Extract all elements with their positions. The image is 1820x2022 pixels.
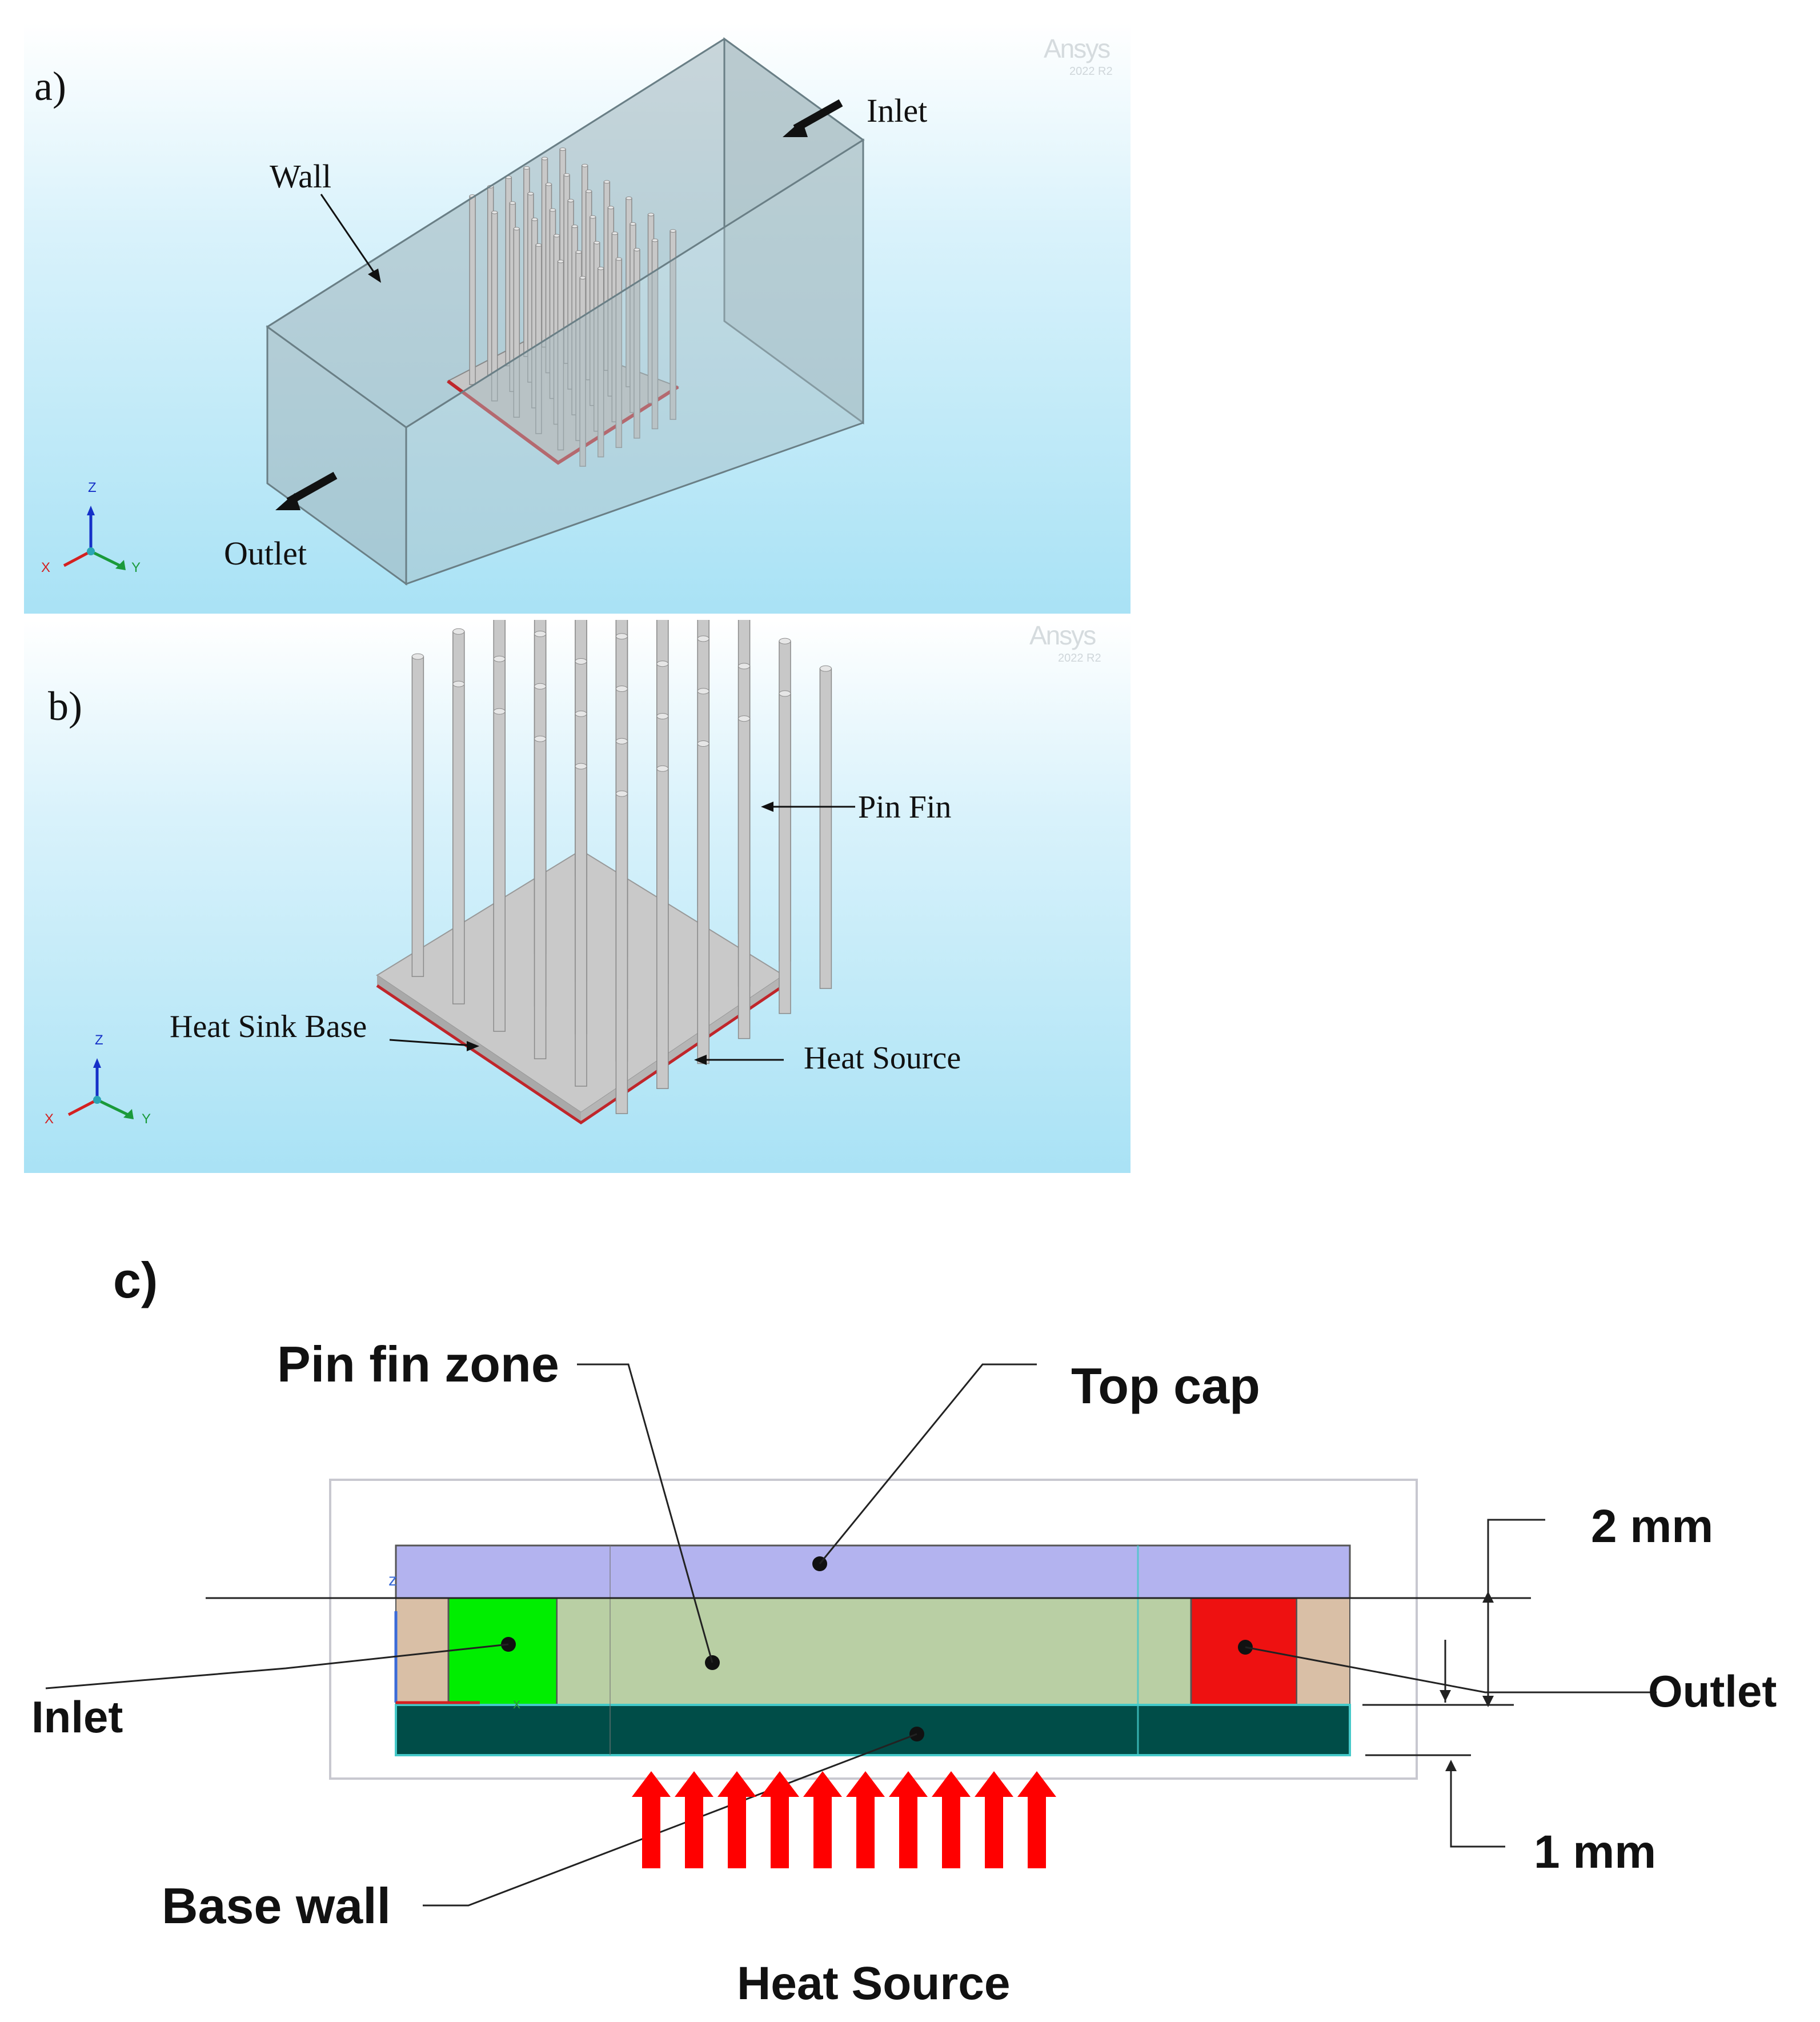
outlet-label-c: Outlet <box>1648 1666 1777 1716</box>
triad-x-label-b: X <box>45 1111 54 1127</box>
heat-arrow-icon <box>803 1771 842 1868</box>
heat-source-arrows <box>632 1771 1056 1868</box>
triad-z-label-b: Z <box>95 1032 103 1048</box>
pin-fin <box>634 247 640 439</box>
pin-fin <box>491 210 498 402</box>
panel-b-label: b) <box>48 683 82 729</box>
base-wall-leader-line <box>423 1733 917 1907</box>
heat-arrow-icon <box>632 1771 671 1868</box>
axis-triad-icon-b <box>67 1058 134 1119</box>
pin-fin <box>535 243 542 434</box>
inlet-region <box>447 1597 558 1706</box>
panel-a-label: a) <box>34 63 66 109</box>
triad-y-label-b: Y <box>142 1111 151 1127</box>
heat-arrow-icon <box>1017 1771 1056 1868</box>
base-wall-label: Base wall <box>162 1877 391 1934</box>
pin-fin <box>557 259 564 451</box>
pin-fin-leader-icon <box>761 802 855 812</box>
panel-c-cross-section: z x c) Pin fin zone Top cap Inlet Outlet… <box>0 1200 1820 2022</box>
panel-c-label: c) <box>113 1252 158 1308</box>
heat-source-label-b: Heat Source <box>804 1040 961 1076</box>
pin-fin <box>670 229 676 420</box>
panel-c-drawing: z x <box>45 1363 1657 1907</box>
heat-arrow-icon <box>975 1771 1013 1868</box>
pin-fin <box>575 763 587 1087</box>
pin-fin <box>737 715 751 1039</box>
heat-source-leader-icon <box>694 1055 784 1065</box>
svg-text:x: x <box>513 1695 520 1712</box>
wall-leader-line <box>320 194 376 275</box>
pin-fin <box>697 740 709 1064</box>
outlet-label-a: Outlet <box>224 535 307 572</box>
axis-triad-icon <box>63 506 126 570</box>
base-wall-region <box>395 1704 1351 1756</box>
heat-sink-base-label: Heat Sink Base <box>170 1009 367 1044</box>
inlet-label-a: Inlet <box>867 92 928 129</box>
inlet-arrow-icon <box>783 99 843 137</box>
pin-fin-zone-label: Pin fin zone <box>277 1336 559 1392</box>
panel-b-watermark: Ansys <box>1029 620 1096 650</box>
heat-arrow-icon <box>717 1771 756 1868</box>
pin-fin-zone-region <box>556 1597 1192 1705</box>
pin-fin <box>452 680 465 1004</box>
pin-fin <box>411 653 424 977</box>
pin-fin <box>779 690 791 1014</box>
triad-y-label: Y <box>131 560 141 575</box>
heat-arrow-icon <box>760 1771 799 1868</box>
pin-fin <box>493 708 506 1032</box>
pin-fin <box>615 790 628 1114</box>
top-cap-leader-line <box>819 1363 1037 1564</box>
panel-b-heatsink-view: b) Ansys 2022 R2 Pin Fin Heat Sink Base … <box>24 620 1131 1173</box>
panel-b-watermark-version: 2022 R2 <box>1058 652 1101 664</box>
heat-arrow-icon <box>846 1771 885 1868</box>
heat-arrow-icon <box>675 1771 713 1868</box>
panel-b-pin-fins <box>411 620 832 1114</box>
heat-source-label-c: Heat Source <box>737 1957 1011 2009</box>
top-cap-label: Top cap <box>1071 1358 1260 1414</box>
dimension-1mm-icon <box>1365 1754 1505 1848</box>
panel-a-drawing <box>63 37 865 586</box>
triad-z-label: Z <box>88 480 97 495</box>
top-cap-region <box>395 1544 1351 1599</box>
pin-fin <box>819 665 832 989</box>
heat-sink-base-leader-icon <box>389 1039 479 1051</box>
panel-b-drawing <box>67 620 855 1125</box>
heat-arrow-icon <box>889 1771 928 1868</box>
inlet-leader-line <box>45 1643 509 1689</box>
wall-label: Wall <box>270 158 332 195</box>
dimension-2mm-label: 2 mm <box>1591 1500 1714 1552</box>
pin-fin-label: Pin Fin <box>858 790 952 825</box>
outlet-arrow-icon <box>275 471 338 510</box>
inlet-label-c: Inlet <box>31 1692 123 1742</box>
pin-fin <box>534 735 547 1059</box>
triad-x-label: X <box>41 560 51 575</box>
panel-a-watermark-version: 2022 R2 <box>1069 65 1113 78</box>
pin-fin <box>513 227 520 418</box>
svg-text:z: z <box>388 1571 397 1589</box>
heat-arrow-icon <box>932 1771 971 1868</box>
pin-fin <box>597 266 604 458</box>
pin-fin <box>579 276 586 467</box>
outlet-leader-line <box>1245 1646 1657 1693</box>
pin-fin <box>469 194 476 385</box>
pin-fin <box>656 765 669 1090</box>
panel-a-channel-view: a) Ansys 2022 R2 Wall Inlet Outlet Z X Y <box>24 23 1131 614</box>
dimension-2mm-icon <box>1362 1519 1545 1707</box>
right-side-region <box>1296 1597 1350 1705</box>
pin-fin <box>615 257 623 449</box>
dimension-1mm-label: 1 mm <box>1534 1826 1657 1878</box>
pin-fin <box>651 238 659 430</box>
pin-fin-zone-leader-line <box>577 1363 713 1663</box>
panel-a-watermark: Ansys <box>1044 34 1111 63</box>
